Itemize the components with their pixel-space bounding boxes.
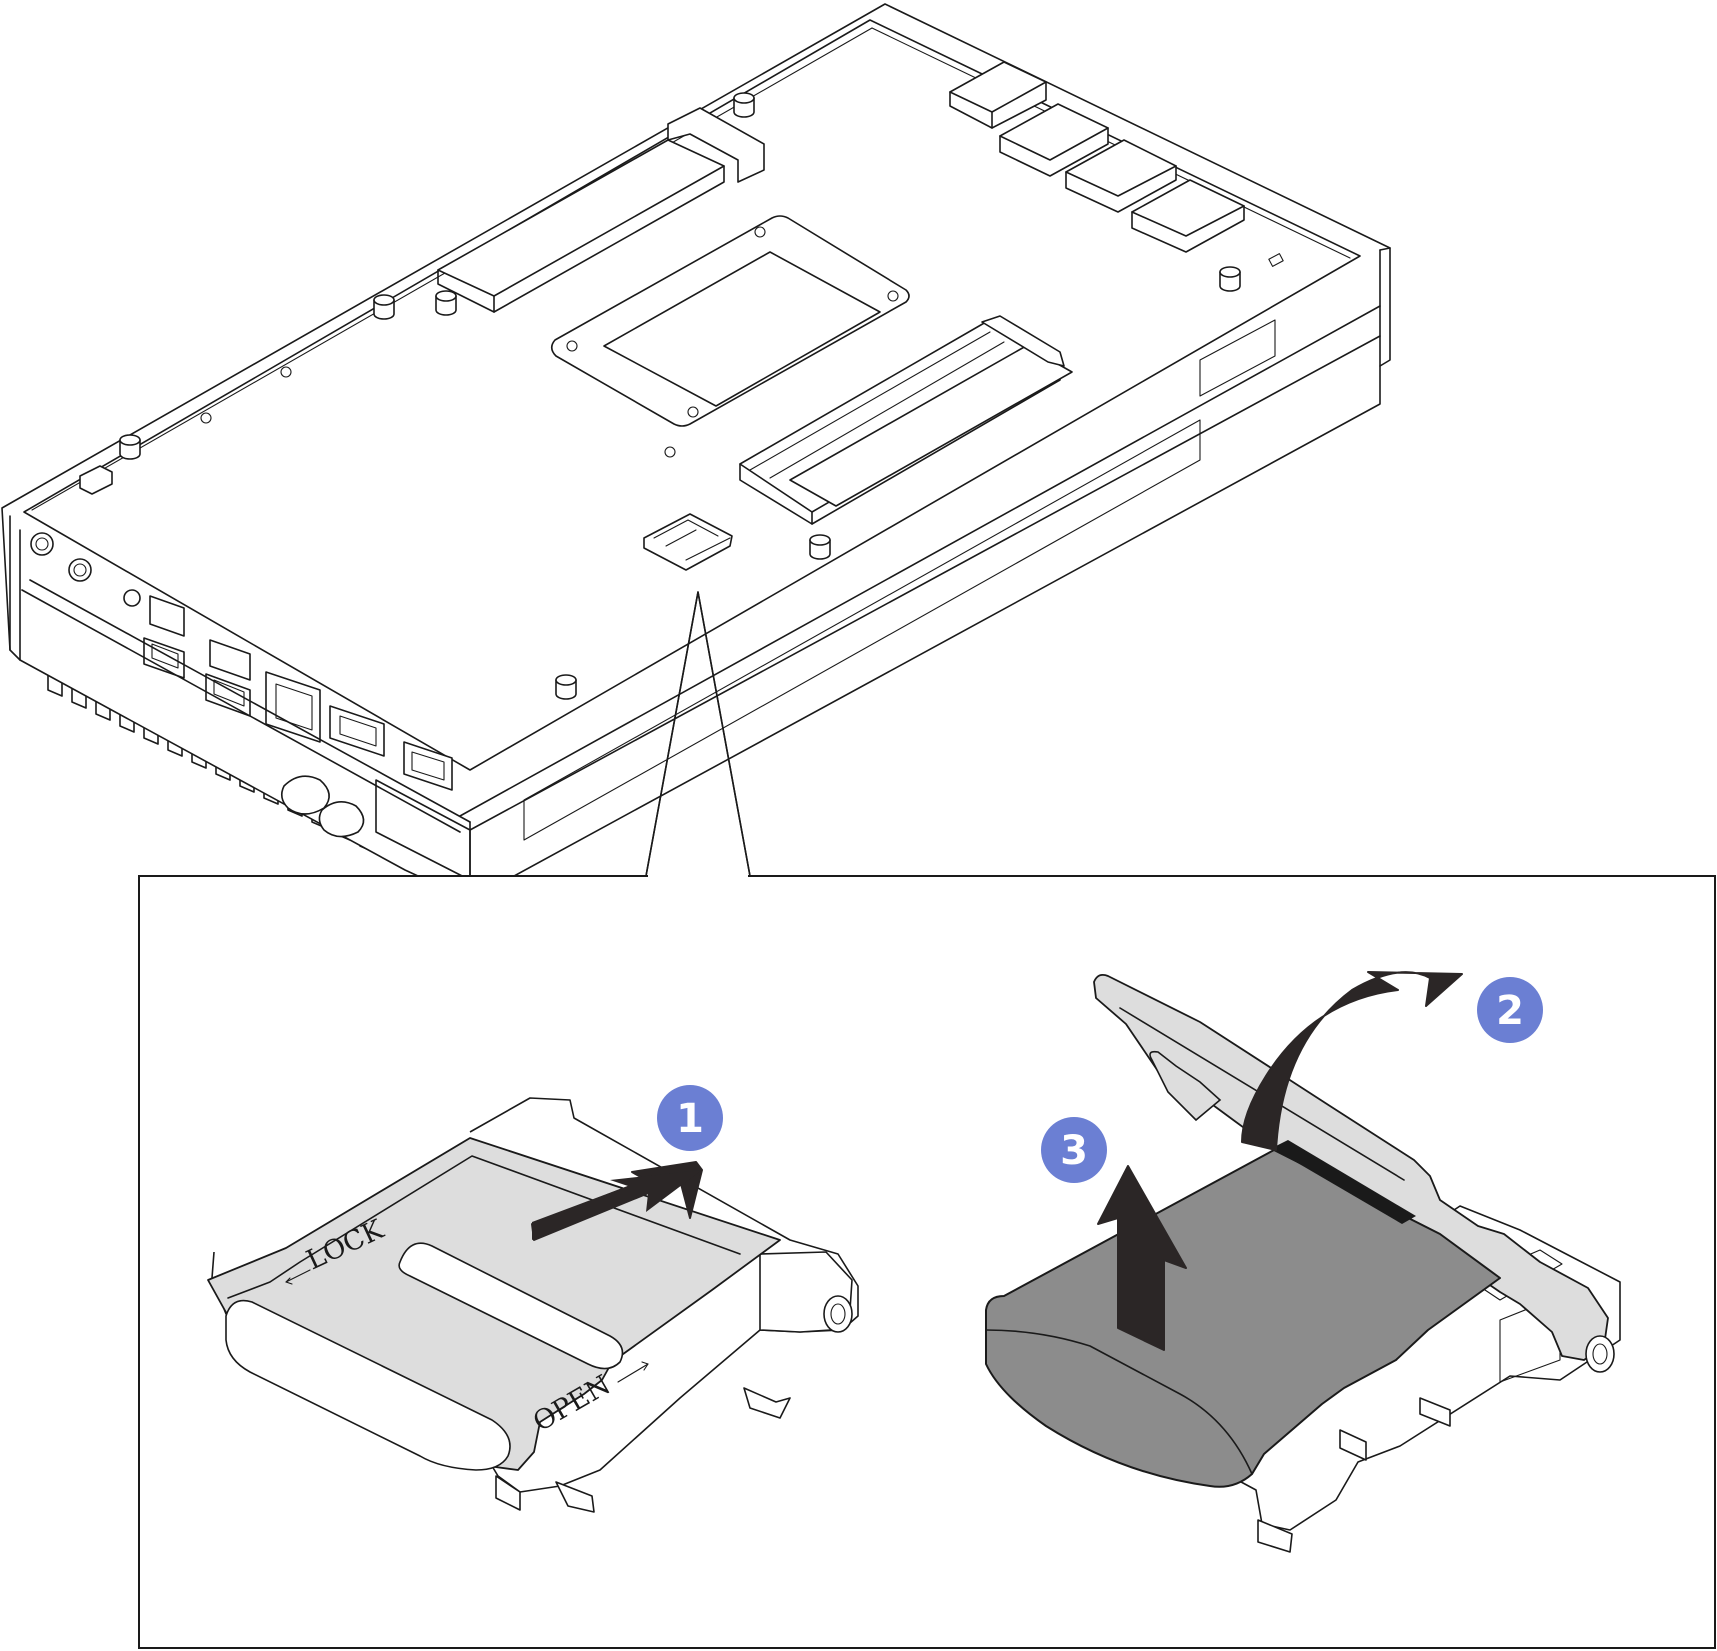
heatspreader-frame: [550, 215, 910, 427]
svg-text:1: 1: [676, 1096, 704, 1142]
system-board-assembly: [1, 3, 1391, 901]
rotate-arrow: [1241, 971, 1463, 1151]
microsd-card: [985, 1149, 1501, 1488]
step-badge-3: 3: [1041, 1117, 1107, 1183]
svg-text:2: 2: [1496, 988, 1524, 1034]
sd-socket-open: [985, 971, 1621, 1553]
sd-socket-closed: LOCK OPEN: [207, 1097, 859, 1513]
svg-text:3: 3: [1060, 1128, 1088, 1174]
io-ports: [21, 532, 471, 881]
standoffs: [119, 92, 1284, 700]
lift-arrow: [1097, 1165, 1187, 1351]
microsd-socket-small: [643, 513, 733, 571]
m2-module-upper: [437, 107, 765, 313]
step-badge-2: 2: [1477, 977, 1543, 1043]
right-edge-modules: [949, 61, 1245, 253]
system-board: [23, 19, 1361, 771]
dip-switch: [79, 465, 113, 495]
m2-module-lower: [739, 315, 1073, 525]
step-badge-1: 1: [657, 1085, 723, 1151]
